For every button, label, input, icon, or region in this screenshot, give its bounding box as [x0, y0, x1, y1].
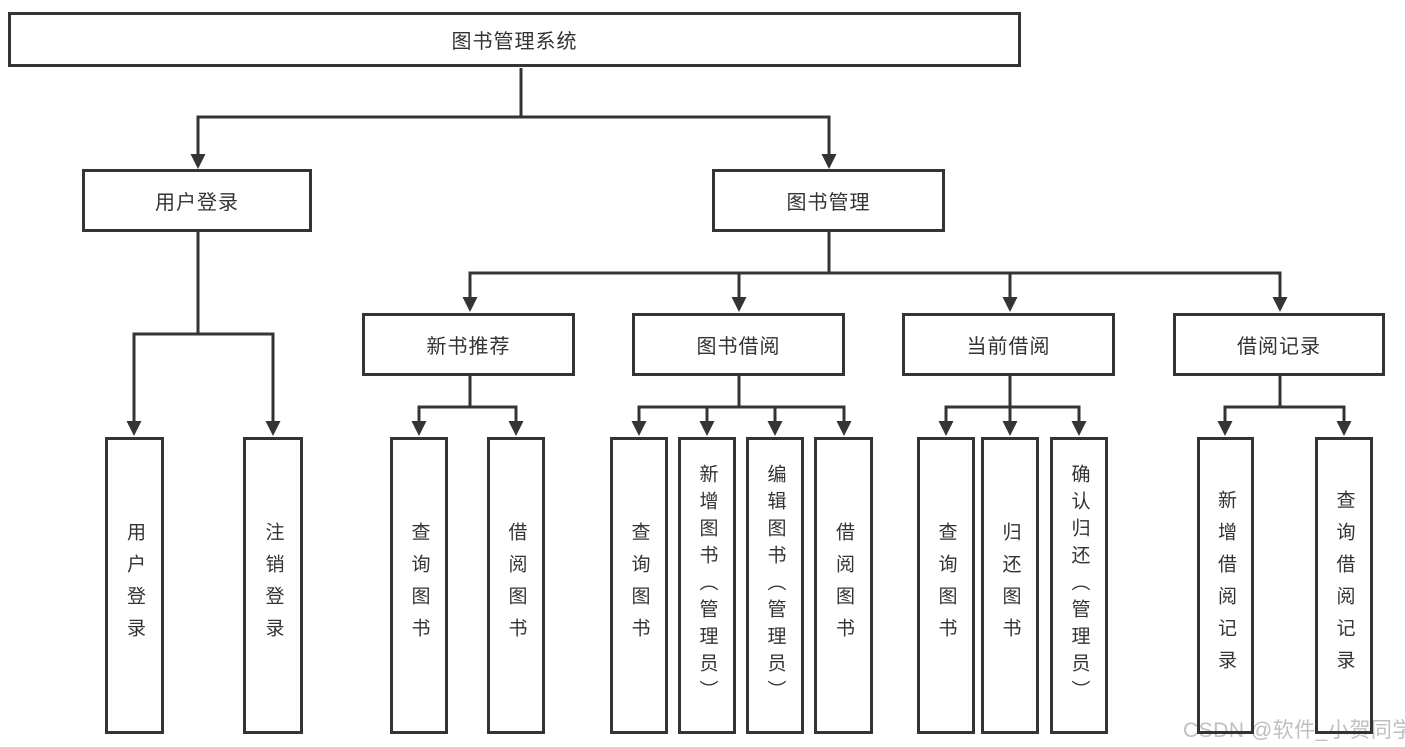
node-borrow-books-leaf: 借阅图书	[814, 437, 873, 734]
arrowhead-icon	[1002, 297, 1018, 312]
node-book-borrow: 图书借阅	[632, 313, 845, 376]
node-label: 查询图书	[628, 521, 650, 650]
node-current-borrow: 当前借阅	[902, 313, 1115, 376]
node-edit-books-admin: 编辑图书（管理员）	[746, 437, 804, 734]
arrowhead-icon	[1217, 421, 1233, 436]
connector-current-borrow-children	[938, 376, 1087, 436]
connector-user-login-children	[126, 232, 281, 436]
arrowhead-icon	[699, 421, 715, 436]
connector-root-to-level2	[190, 68, 837, 169]
arrowhead-icon	[631, 421, 647, 436]
arrowhead-icon	[411, 421, 427, 436]
node-borrow-books-recommend: 借阅图书	[487, 437, 545, 734]
node-confirm-return-admin: 确认归还（管理员）	[1050, 437, 1108, 734]
arrowhead-icon	[821, 154, 837, 169]
arrowhead-icon	[767, 421, 783, 436]
arrowhead-icon	[508, 421, 524, 436]
node-label: 借阅图书	[833, 521, 854, 650]
node-borrow-records: 借阅记录	[1173, 313, 1385, 376]
node-add-books-admin: 新增图书（管理员）	[678, 437, 736, 734]
arrowhead-icon	[1272, 297, 1288, 312]
node-query-books-borrow: 查询图书	[610, 437, 668, 734]
node-book-management: 图书管理	[712, 169, 945, 232]
node-logout: 注销登录	[243, 437, 303, 734]
arrowhead-icon	[1071, 421, 1087, 436]
node-label: 归还图书	[999, 521, 1021, 650]
connector-book-borrow-children	[631, 376, 852, 436]
arrowhead-icon	[836, 421, 852, 436]
node-library-system: 图书管理系统	[8, 12, 1021, 67]
node-label: 查询借阅记录	[1333, 489, 1355, 682]
node-user-login-leaf: 用户登录	[105, 437, 164, 734]
node-label: 编辑图书（管理员）	[764, 464, 786, 707]
node-label: 新增图书（管理员）	[696, 464, 718, 707]
node-add-borrow-record: 新增借阅记录	[1197, 437, 1254, 734]
node-query-borrow-record: 查询借阅记录	[1315, 437, 1373, 734]
arrowhead-icon	[1336, 421, 1352, 436]
arrowhead-icon	[190, 154, 206, 169]
node-user-login: 用户登录	[82, 169, 312, 232]
node-label: 注销登录	[262, 521, 284, 650]
watermark: CSDN @软件_小贺同学	[1183, 719, 1405, 742]
node-new-book-recommend: 新书推荐	[362, 313, 575, 376]
node-query-books-current: 查询图书	[917, 437, 975, 734]
connector-borrow-records-children	[1217, 376, 1352, 436]
node-label: 确认归还（管理员）	[1068, 464, 1090, 707]
arrowhead-icon	[126, 421, 142, 436]
connector-new-book-children	[411, 376, 524, 436]
connector-book-management-children	[462, 232, 1288, 312]
arrowhead-icon	[265, 421, 281, 436]
node-label: 新增借阅记录	[1215, 489, 1236, 682]
arrowhead-icon	[938, 421, 954, 436]
node-query-books-recommend: 查询图书	[390, 437, 448, 734]
arrowhead-icon	[462, 297, 478, 312]
arrowhead-icon	[1002, 421, 1018, 436]
node-label: 用户登录	[124, 521, 145, 650]
node-return-books: 归还图书	[981, 437, 1039, 734]
node-label: 查询图书	[408, 521, 430, 650]
arrowhead-icon	[731, 297, 747, 312]
node-label: 借阅图书	[505, 521, 527, 650]
node-label: 查询图书	[935, 521, 957, 650]
